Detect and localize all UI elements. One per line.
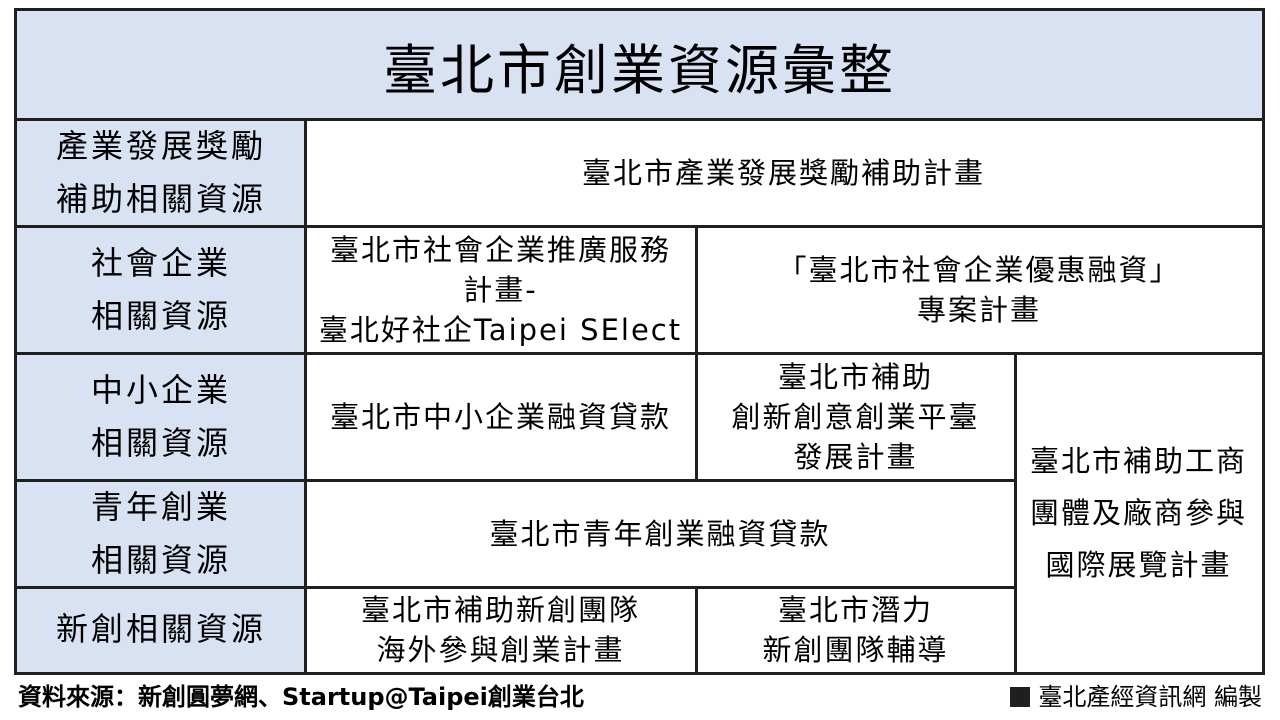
divider: [17, 118, 1262, 121]
row-header-industry: 產業發展獎勵 補助相關資源: [17, 119, 305, 226]
innovation-platform-subsidy: 臺北市補助 創新創意創業平臺 發展計畫: [696, 353, 1015, 480]
divider: [17, 479, 1016, 482]
sme-financing-loan: 臺北市中小企業融資貸款: [305, 353, 696, 480]
international-exhibition-subsidy: 臺北市補助工商 團體及廠商參與 國際展覽計畫: [1015, 353, 1262, 672]
resource-table: 臺北市創業資源彙整 產業發展獎勵 補助相關資源 社會企業 相關資源 中小企業 相…: [14, 8, 1265, 675]
square-icon: [1010, 687, 1031, 707]
row-header-social-enterprise: 社會企業 相關資源: [17, 226, 305, 353]
credit-note: 臺北產經資訊網 編製: [1010, 680, 1262, 714]
source-note: 資料來源：新創圓夢網、Startup@Taipei創業台北: [18, 683, 584, 711]
divider: [304, 119, 307, 672]
row-header-sme: 中小企業 相關資源: [17, 353, 305, 480]
youth-startup-loan: 臺北市青年創業融資貸款: [305, 480, 1015, 587]
row-header-startup: 新創相關資源: [17, 587, 305, 672]
page-title: 臺北市創業資源彙整: [17, 11, 1262, 119]
divider: [17, 225, 1262, 228]
divider: [695, 226, 698, 480]
startup-team-coaching: 臺北市潛力 新創團隊輔導: [696, 587, 1015, 672]
divider: [17, 352, 1262, 355]
divider: [1014, 353, 1017, 672]
overseas-startup-subsidy: 臺北市補助新創團隊 海外參與創業計畫: [305, 587, 696, 672]
social-enterprise-promotion-plan: 臺北市社會企業推廣服務 計畫- 臺北好社企Taipei SElect: [305, 226, 696, 353]
industry-subsidy-plan: 臺北市產業發展獎勵補助計畫: [305, 119, 1262, 226]
credit-text: 臺北產經資訊網 編製: [1038, 683, 1262, 711]
divider: [695, 587, 698, 672]
social-enterprise-financing-plan: 「臺北市社會企業優惠融資」 專案計畫: [696, 226, 1262, 353]
divider: [17, 586, 1016, 589]
row-header-youth: 青年創業 相關資源: [17, 480, 305, 587]
